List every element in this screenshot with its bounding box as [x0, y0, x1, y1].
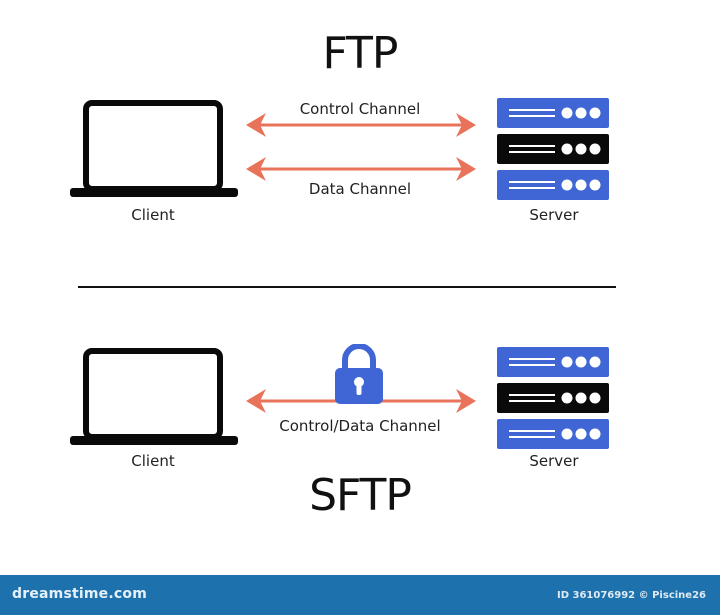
sftp-title: SFTP: [309, 470, 412, 521]
watermark-footer-bar: [0, 575, 720, 615]
ftp-server-label: Server: [529, 206, 579, 224]
ftp-control-channel-arrow: [246, 113, 476, 137]
sftp-server-icon: [497, 347, 609, 449]
ftp-client-laptop-icon: [70, 100, 238, 197]
image-credit: ID 361076992 © Piscine26: [557, 590, 706, 601]
ftp-control-channel-label: Control Channel: [299, 100, 421, 118]
ftp-client-label: Client: [131, 206, 175, 224]
sftp-channel-label: Control/Data Channel: [279, 417, 441, 435]
ftp-data-channel-arrow: [246, 157, 476, 181]
brand-logo-text: dreamstime.com: [12, 586, 147, 602]
sftp-server-label: Server: [529, 452, 579, 470]
ftp-title: FTP: [322, 28, 399, 79]
lock-icon: [335, 344, 383, 404]
ftp-server-icon: [497, 98, 609, 200]
section-divider: [78, 286, 616, 288]
sftp-client-laptop-icon: [70, 348, 238, 445]
ftp-data-channel-label: Data Channel: [308, 180, 412, 198]
sftp-client-label: Client: [131, 452, 175, 470]
